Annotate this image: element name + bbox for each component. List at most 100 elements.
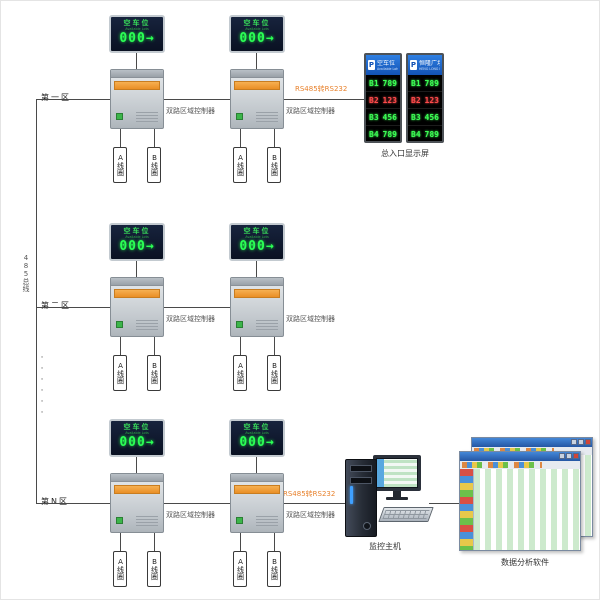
wire-coil-b <box>154 129 155 147</box>
led-sign-subtitle: Available Lots <box>245 26 269 31</box>
led-sign-title: 空车位 <box>243 423 271 431</box>
led-sign: 空车位 Available Lots 000→ <box>229 223 285 261</box>
entrance-panel-2-header: P 恒隆广场 HENG LONG PLAZA <box>408 55 442 75</box>
tower-led-strip <box>350 486 353 504</box>
row-label: B4 <box>369 129 379 139</box>
led-sign-subtitle: Available Lots <box>125 430 149 435</box>
entrance-panel-1-header: P 空车位 Available Lots <box>366 55 400 75</box>
window-controls <box>571 439 591 445</box>
wire-controller-to-entrance-display <box>284 99 364 100</box>
wire-controller-to-host <box>284 503 345 504</box>
coil-a-label: A线圈 <box>236 558 245 580</box>
window-controls <box>559 453 579 459</box>
entrance-display-panel-2: P 恒隆广场 HENG LONG PLAZA B1 789 B2 123 B3 … <box>406 53 444 143</box>
led-sign-subtitle: Available Lots <box>125 26 149 31</box>
led-sign-title: 空车位 <box>123 19 151 27</box>
controller-unit: 空车位 Available Lots 000→ 双路区域控制器 A线圈 B线圈 <box>229 223 335 395</box>
wire-controller-to-controller <box>164 503 230 504</box>
parking-logo-icon: P <box>410 60 417 70</box>
window-sidebar <box>460 469 474 550</box>
row-value: 123 <box>382 95 397 105</box>
row-value: 789 <box>382 78 397 88</box>
entrance-display-caption: 总入口显示屏 <box>381 149 429 158</box>
led-sign-count: 000→ <box>119 31 155 46</box>
window-title-bar <box>472 438 592 447</box>
zone-1-label: 第一区 <box>41 93 71 102</box>
coil-a: A线圈 <box>233 147 247 183</box>
controller-top-cap <box>231 278 283 286</box>
controller-top-cap <box>111 278 163 286</box>
wire-coil-a <box>120 129 121 147</box>
coil-b: B线圈 <box>267 551 281 587</box>
display-row: B4 789 <box>366 126 400 141</box>
led-sign-title: 空车位 <box>243 227 271 235</box>
coil-a: A线圈 <box>113 551 127 587</box>
coil-a: A线圈 <box>233 355 247 391</box>
controller-vents <box>256 112 278 122</box>
wire-coil-b <box>154 533 155 551</box>
led-sign-title: 空车位 <box>123 227 151 235</box>
wire-coil-a <box>120 533 121 551</box>
keyboard-keys <box>382 510 430 519</box>
tower-drive-bay <box>350 477 372 484</box>
wire-coil-a <box>240 533 241 551</box>
tower-power-button <box>363 522 371 530</box>
display-row: B3 456 <box>366 109 400 126</box>
monitor <box>373 455 421 505</box>
display-row: B4 789 <box>408 126 442 141</box>
minimize-icon <box>571 439 577 445</box>
display-row: B2 123 <box>366 92 400 109</box>
wire-coil-b <box>274 533 275 551</box>
led-sign: 空车位 Available Lots 000→ <box>109 223 165 261</box>
led-sign: 空车位 Available Lots 000→ <box>229 15 285 53</box>
controller-label: 双路区域控制器 <box>286 315 335 323</box>
computer-tower <box>345 459 377 537</box>
monitor-screen-content <box>377 459 417 487</box>
software-window-front <box>459 451 581 551</box>
wire-sign-to-controller <box>136 261 137 277</box>
coil-a: A线圈 <box>113 147 127 183</box>
entrance-panel-2-body: B1 789 B2 123 B3 456 B4 789 <box>408 75 442 141</box>
controller-status-led <box>116 517 123 524</box>
controller-top-cap <box>111 474 163 482</box>
bus-485-line <box>36 99 37 503</box>
parking-logo-icon: P <box>368 60 375 70</box>
controller-unit: 空车位 Available Lots 000→ 双路区域控制器 A线圈 B线圈 <box>229 15 335 187</box>
row-label: B3 <box>411 112 421 122</box>
coil-b: B线圈 <box>147 355 161 391</box>
led-sign-count: 000→ <box>239 435 275 450</box>
coil-b-label: B线圈 <box>150 362 159 384</box>
tower-drive-bay <box>350 465 372 472</box>
coil-b-label: B线圈 <box>150 558 159 580</box>
controller-box <box>230 277 284 337</box>
coil-b-label: B线圈 <box>270 362 279 384</box>
entrance-panel-1-subtitle: Available Lots <box>377 66 398 71</box>
led-sign-count: 000→ <box>119 435 155 450</box>
controller-orange-stripe <box>114 81 160 90</box>
bus-485-label: 485总线 <box>22 254 30 292</box>
wire-coil-b <box>274 337 275 355</box>
wire-sign-to-controller <box>136 457 137 473</box>
coil-b: B线圈 <box>147 147 161 183</box>
led-sign-count: 000→ <box>239 239 275 254</box>
entrance-panel-1-title: 空车位 <box>377 59 396 67</box>
wire-coil-a <box>240 129 241 147</box>
wire-bus-to-controller <box>36 307 110 308</box>
close-icon <box>585 439 591 445</box>
wire-controller-to-controller <box>164 99 230 100</box>
row-value: 789 <box>424 78 439 88</box>
close-icon <box>573 453 579 459</box>
controller-orange-stripe <box>114 289 160 298</box>
coil-b-label: B线圈 <box>270 154 279 176</box>
wire-controller-to-controller <box>164 307 230 308</box>
controller-label: 双路区域控制器 <box>166 315 215 323</box>
entrance-panel-2-subtitle: HENG LONG PLAZA <box>419 66 440 71</box>
row-value: 789 <box>424 129 439 139</box>
entrance-display-panel-1: P 空车位 Available Lots B1 789 B2 123 B3 45… <box>364 53 402 143</box>
row-label: B1 <box>369 78 379 88</box>
display-row: B1 789 <box>408 75 442 92</box>
wire-coil-a <box>120 337 121 355</box>
coil-b: B线圈 <box>147 551 161 587</box>
row-label: B3 <box>369 112 379 122</box>
wire-coil-b <box>274 129 275 147</box>
